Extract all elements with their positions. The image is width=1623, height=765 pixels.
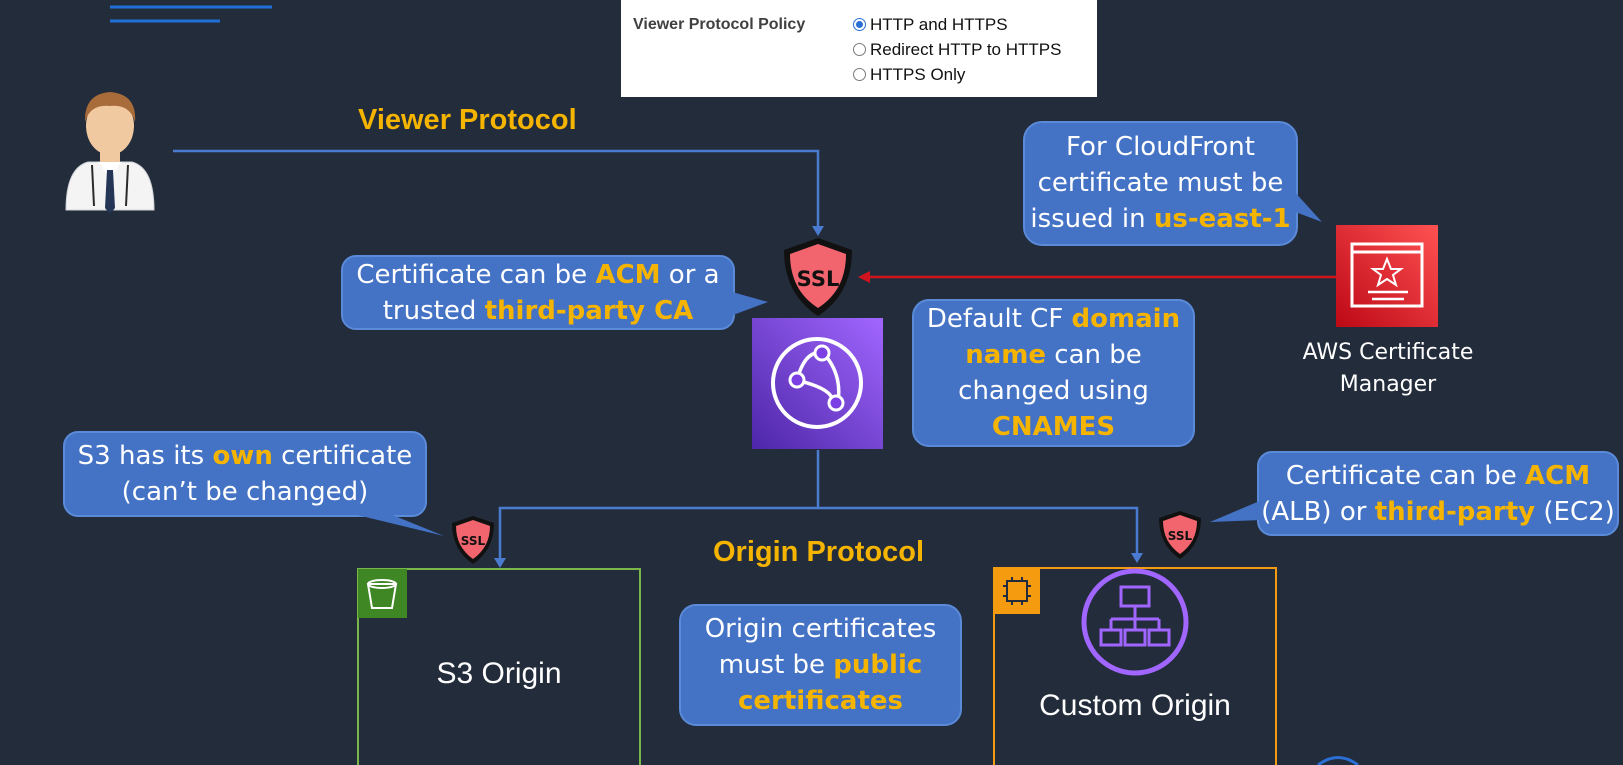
- viewer-protocol-heading: Viewer Protocol: [358, 104, 577, 136]
- radio-icon[interactable]: [853, 43, 866, 56]
- cloudfront-icon: [752, 318, 883, 449]
- viewer-protocol-policy-panel: Viewer Protocol Policy HTTP and HTTPS Re…: [621, 0, 1097, 97]
- policy-option-label: HTTPS Only: [870, 64, 966, 84]
- viewer-cert-callout-text: Certificate can be ACM or a trusted thir…: [356, 260, 720, 326]
- acm-label: AWS Certificate Manager: [1302, 340, 1474, 397]
- radio-icon[interactable]: [853, 68, 866, 81]
- custom-origin-label: Custom Origin: [1039, 689, 1231, 722]
- custom-cert-callout-text: Certificate can be ACM (ALB) or third-pa…: [1261, 461, 1615, 527]
- radio-selected-icon[interactable]: [853, 18, 866, 31]
- cloudfront-cert-callout-text: For CloudFront certificate must be issue…: [1030, 132, 1291, 234]
- ssl-badge-icon: SSL: [784, 238, 852, 316]
- policy-option-https-only[interactable]: HTTPS Only: [853, 62, 1061, 87]
- policy-option-label: Redirect HTTP to HTTPS: [870, 39, 1062, 59]
- cloudfront-to-origins-connector: [494, 450, 1143, 568]
- cname-callout: [912, 299, 1195, 447]
- ssl-badge-s3-icon: SSL: [452, 516, 494, 564]
- ec2-chip-icon: [1003, 577, 1031, 605]
- viewer-cert-callout: [341, 255, 768, 330]
- ssl-badge-custom-icon: SSL: [1159, 511, 1201, 559]
- viewer-to-cloudfront-arrow: [173, 149, 824, 236]
- custom-origin-box: [993, 567, 1277, 765]
- policy-label: Viewer Protocol Policy: [633, 16, 806, 33]
- origin-protocol-heading: Origin Protocol: [713, 536, 925, 568]
- origin-cert-callout-text: Origin certificates must be public certi…: [704, 614, 937, 716]
- s3-cert-callout: [63, 431, 444, 536]
- policy-option-http-and-https[interactable]: HTTP and HTTPS: [853, 12, 1061, 37]
- s3-origin-box: [357, 568, 641, 765]
- ssl-badge-s3-text: SSL: [461, 534, 486, 548]
- certificate-manager-icon: [1336, 225, 1438, 327]
- partial-logo-icon: [1317, 756, 1359, 765]
- s3-origin-label: S3 Origin: [436, 657, 562, 690]
- s3-cert-callout-text: S3 has its own certificate (can’t be cha…: [77, 441, 413, 507]
- s3-bucket-icon: [366, 579, 398, 609]
- policy-radio-group: HTTP and HTTPS Redirect HTTP to HTTPS HT…: [853, 12, 1061, 87]
- acm-to-cloudfront-arrow: [858, 271, 1336, 283]
- cloudfront-cert-callout: [1023, 121, 1322, 246]
- custom-cert-callout: [1210, 451, 1619, 536]
- user-icon: [65, 92, 155, 214]
- origin-cert-callout: [679, 604, 962, 726]
- policy-option-label: HTTP and HTTPS: [870, 14, 1008, 34]
- load-balancer-hierarchy-icon: [1081, 568, 1189, 676]
- policy-option-redirect[interactable]: Redirect HTTP to HTTPS: [853, 37, 1061, 62]
- ssl-badge-custom-text: SSL: [1168, 529, 1193, 543]
- cname-callout-text: Default CF domain name can be changed us…: [926, 304, 1181, 442]
- ssl-badge-text: SSL: [797, 267, 840, 291]
